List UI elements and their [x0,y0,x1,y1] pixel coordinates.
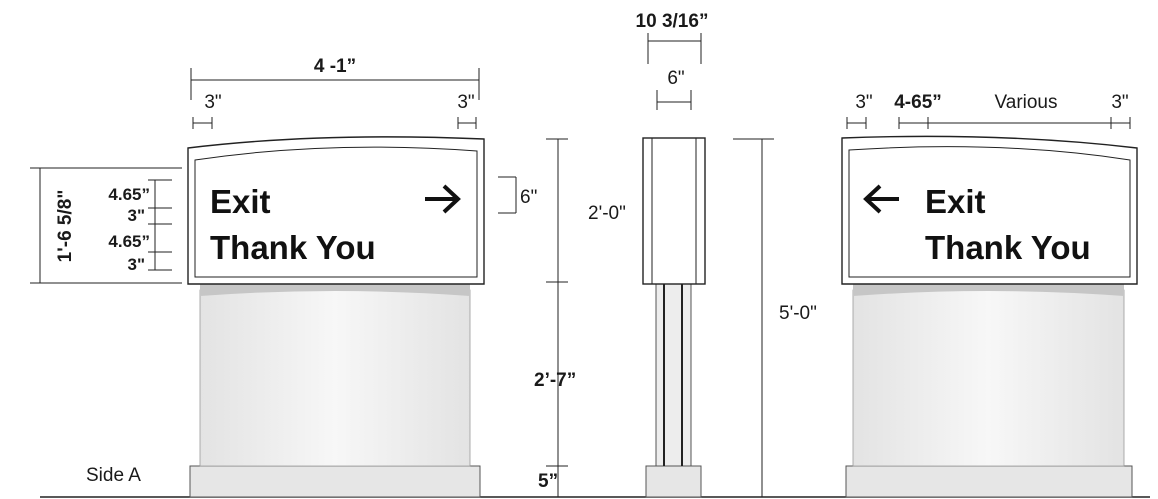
back-post-cap [853,284,1124,296]
stack-3: 4.65” [108,232,150,251]
front-post-cap [200,284,470,296]
back-post [852,284,1125,467]
back-panel-inner [848,146,1131,278]
front-base [189,465,481,498]
back-sign-line2: Thank You [925,229,1091,266]
front-post [199,284,471,467]
front-width-dimension: 4 -1” 3" 3" [190,56,480,129]
left-arrow-icon [863,184,899,214]
side-a-label: Side A [86,465,141,486]
total-height: 5'-0" [779,303,817,324]
back-sign-line1: Exit [925,183,986,220]
stack-1: 4.65” [108,185,150,204]
front-sign-line2: Thank You [210,229,376,266]
back-left-margin: 3" [855,92,872,113]
back-base [845,465,1133,498]
front-overall-width: 4 -1” [314,56,356,77]
total-height-dimension: 5'-0" [733,138,817,497]
side-view [642,137,706,498]
overall-depth: 10 3/16” [636,11,709,32]
front-overall-height: 1'-6 5/8" [55,190,76,263]
back-width-dimensions: 3" 4-65” Various 3" [846,92,1131,129]
front-sign-line1: Exit [210,183,271,220]
back-right-margin: 3" [1111,92,1128,113]
front-view: Exit Thank You [187,136,485,498]
right-arrow-icon [425,184,461,214]
front-panel-inner [194,146,478,278]
back-text-width: Various [994,92,1057,113]
front-height-dimension: 1'-6 5/8" 4.65” 3" 4.65” 3" [30,167,182,284]
panel-height: 2'-0" [588,203,626,224]
base-height: 5” [538,471,558,492]
side-depth-dimension: 10 3/16” 6" [636,11,709,110]
back-view: Exit Thank You [841,135,1138,498]
letter-height-dimension: 6" [498,176,537,214]
back-arrow-width: 4-65” [894,92,942,113]
vertical-dimension-chain: 2'-0" 2’-7” 5” [534,138,626,497]
side-post [655,283,692,467]
front-left-margin: 3" [204,92,221,113]
side-base [645,465,702,498]
letter-height: 6" [520,187,537,208]
front-right-margin: 3" [457,92,474,113]
stack-2: 3" [127,206,145,225]
post-height: 2’-7” [534,370,576,391]
side-panel [642,137,706,285]
stack-4: 3" [127,255,145,274]
post-depth: 6" [667,68,684,89]
